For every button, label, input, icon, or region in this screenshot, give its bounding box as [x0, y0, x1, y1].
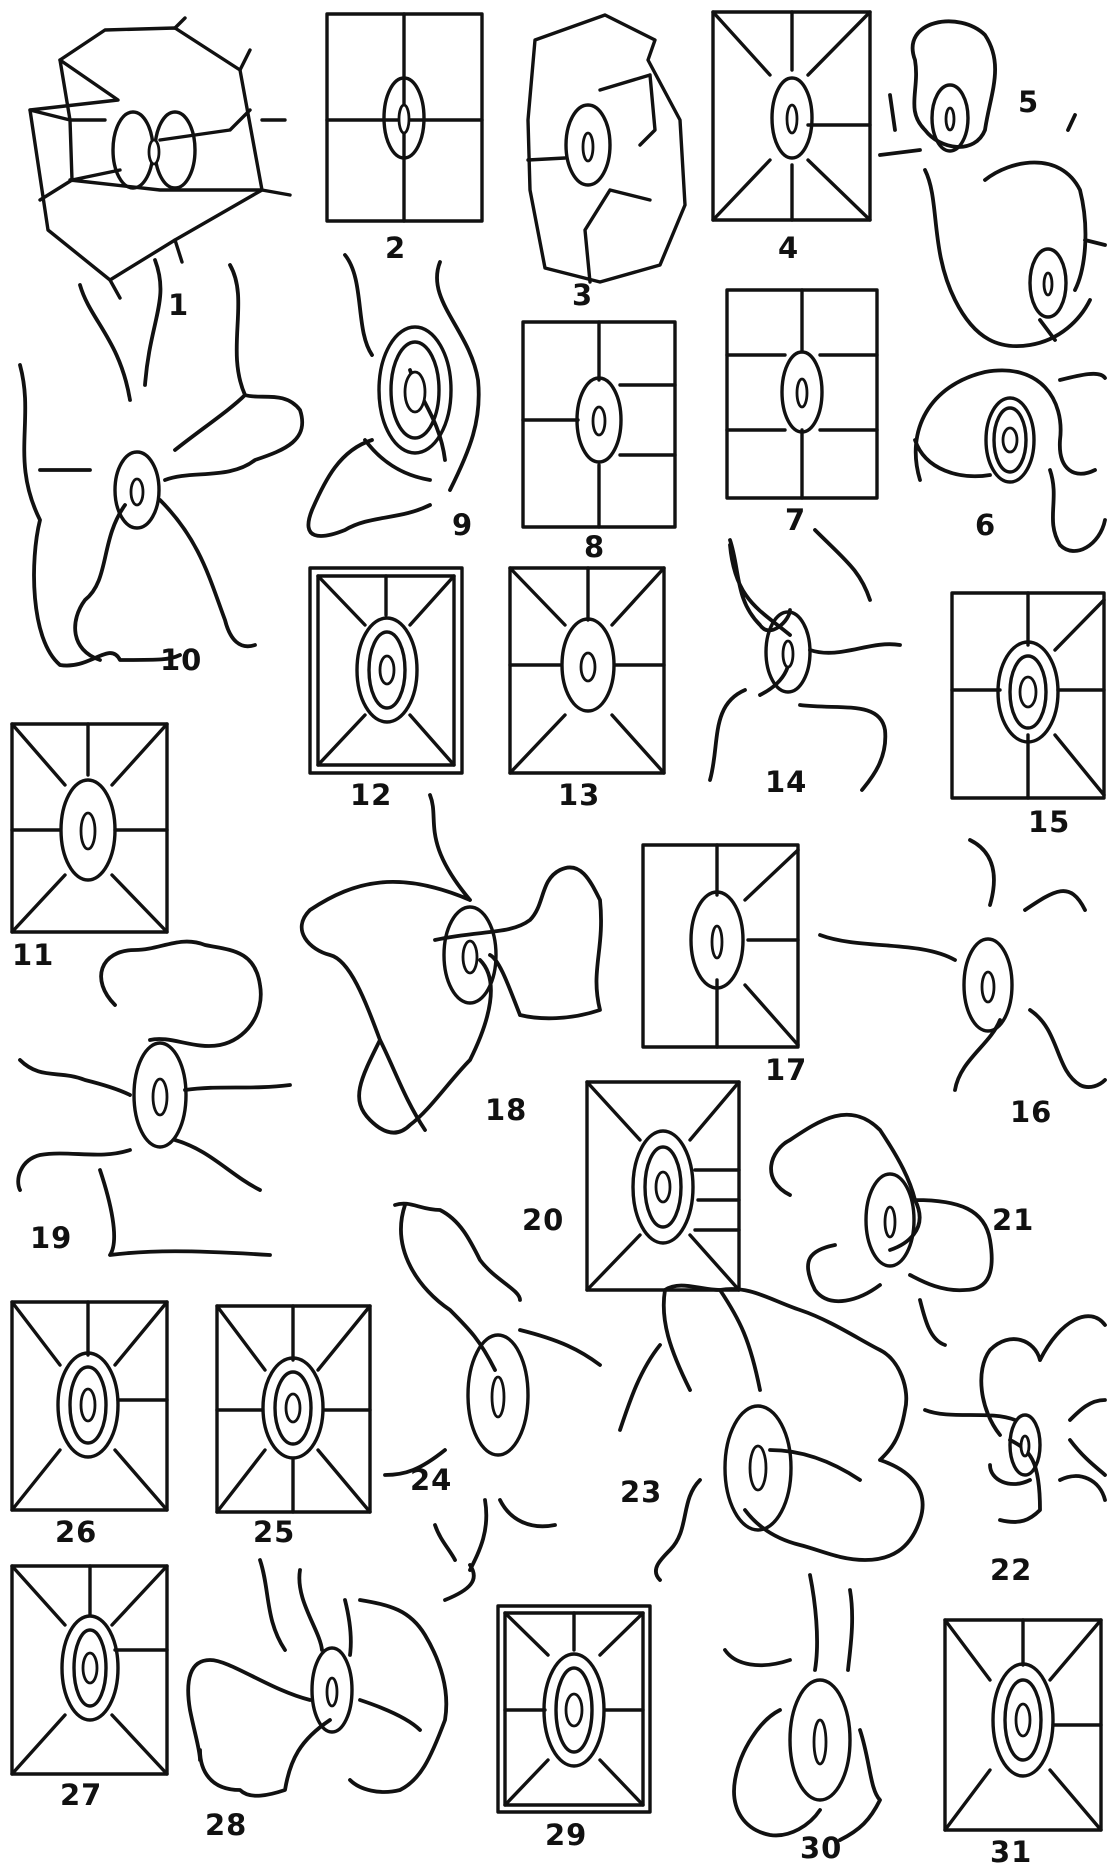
- figure-label-8: 8: [584, 530, 605, 564]
- figure-label-31: 31: [990, 1835, 1032, 1869]
- figure-label-24: 24: [410, 1463, 452, 1497]
- stoma-figure-5: [880, 21, 1105, 346]
- figure-label-18: 18: [485, 1093, 527, 1127]
- stoma-figure-9: [308, 255, 478, 536]
- stoma-figure-20: [587, 1082, 739, 1290]
- figure-label-28: 28: [205, 1808, 247, 1842]
- stoma-figure-31: [945, 1620, 1101, 1830]
- figure-label-29: 29: [545, 1818, 587, 1852]
- stoma-figure-23: [620, 1286, 923, 1580]
- figure-label-5: 5: [1018, 85, 1039, 119]
- stoma-figure-18: [302, 795, 601, 1133]
- stoma-figure-8: [523, 322, 675, 527]
- figure-label-13: 13: [558, 778, 600, 812]
- stoma-figure-24: [385, 1204, 600, 1570]
- figure-label-15: 15: [1028, 805, 1070, 839]
- figure-label-26: 26: [55, 1515, 97, 1549]
- stoma-figure-14: [710, 530, 900, 790]
- figure-label-6: 6: [975, 508, 996, 542]
- stoma-figure-26: [12, 1302, 167, 1510]
- figure-label-11: 11: [12, 938, 54, 972]
- figure-label-14: 14: [765, 765, 807, 799]
- figure-label-17: 17: [765, 1053, 807, 1087]
- figure-label-3: 3: [572, 278, 593, 312]
- stoma-figure-13: [510, 568, 664, 773]
- figure-label-21: 21: [992, 1203, 1034, 1237]
- stoma-figure-6: [915, 370, 1105, 551]
- figure-label-27: 27: [60, 1778, 102, 1812]
- figure-label-19: 19: [30, 1221, 72, 1255]
- stoma-figure-17: [643, 845, 798, 1047]
- stoma-figure-10: [20, 260, 302, 666]
- stoma-figure-2: [327, 14, 482, 221]
- figure-label-25: 25: [253, 1515, 295, 1549]
- figure-label-12: 12: [350, 778, 392, 812]
- stoma-figure-22: [925, 1316, 1105, 1522]
- stoma-figure-11: [12, 724, 167, 932]
- figure-label-10: 10: [160, 643, 202, 677]
- figure-label-4: 4: [778, 231, 799, 265]
- figure-number-labels: 1 2 3 4 5 6 7 8 9 10 11 12 13 14 15 16 1…: [12, 85, 1070, 1869]
- figure-label-7: 7: [785, 503, 806, 537]
- stoma-figure-12: [310, 568, 462, 773]
- stoma-figure-27: [12, 1566, 167, 1774]
- stoma-figure-3: [528, 15, 685, 282]
- stoma-figure-1: [30, 18, 290, 298]
- figure-label-9: 9: [452, 508, 473, 542]
- stoma-figure-30: [725, 1575, 880, 1840]
- stoma-figure-25: [217, 1306, 370, 1512]
- figure-label-23: 23: [620, 1475, 662, 1509]
- figure-label-30: 30: [800, 1831, 842, 1865]
- stoma-figure-19: [18, 942, 290, 1255]
- stoma-figure-15: [952, 593, 1104, 798]
- stoma-figure-16: [820, 840, 1105, 1090]
- stoma-figure-29: [498, 1606, 650, 1812]
- figure-label-1: 1: [168, 288, 189, 322]
- stoma-figure-4: [713, 12, 870, 220]
- figure-label-2: 2: [385, 231, 406, 265]
- figure-label-20: 20: [522, 1203, 564, 1237]
- figure-label-16: 16: [1010, 1095, 1052, 1129]
- figure-label-22: 22: [990, 1553, 1032, 1587]
- stoma-figure-7: [727, 290, 877, 498]
- stoma-figure-28: [188, 1560, 474, 1796]
